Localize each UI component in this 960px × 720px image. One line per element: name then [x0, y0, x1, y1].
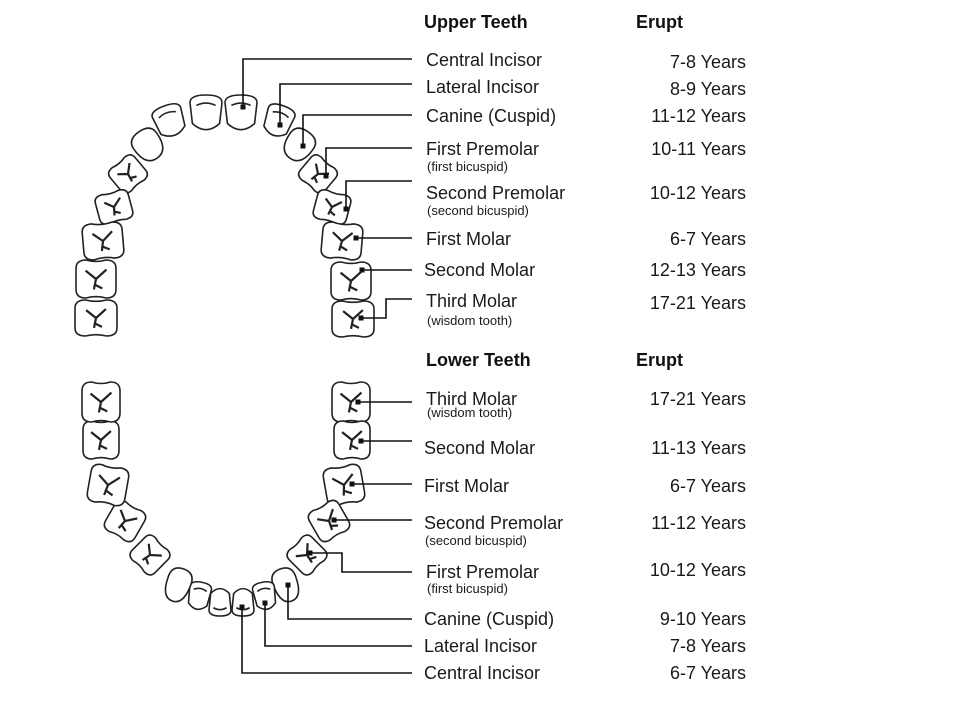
lower-second-premolar-erupt: 11-12 Years — [651, 513, 746, 533]
upper-third-molar-sublabel: (wisdom tooth) — [427, 313, 513, 328]
upper-central-incisor-label: Central Incisor — [426, 50, 543, 70]
lower-second-premolar-label: Second Premolar — [424, 513, 564, 533]
leader-upper-second-premolar-dot — [343, 206, 349, 212]
upper-tooth-first-molar-l — [81, 221, 125, 261]
upper-tooth-central-incisor-r — [224, 94, 258, 131]
leader-lower-canine-dot — [285, 582, 291, 588]
leader-upper-third-molar — [361, 298, 412, 319]
lower-lateral-incisor-label: Lateral Incisor — [424, 636, 538, 656]
lower-first-premolar-sublabel: (first bicuspid) — [427, 581, 508, 596]
upper-central-incisor-erupt: 7-8 Years — [669, 52, 746, 72]
leader-upper-third-molar-dot — [358, 315, 364, 321]
lower-tooth-lateral-incisor-l — [187, 580, 213, 611]
lower-second-premolar-sublabel: (second bicuspid) — [425, 533, 527, 548]
upper-canine-label: Canine (Cuspid) — [426, 106, 557, 126]
leader-upper-central-incisor-dot — [240, 104, 246, 110]
upper-first-premolar-sublabel: (first bicuspid) — [427, 159, 508, 174]
lower-tooth-second-premolar-l — [103, 499, 147, 543]
lower-first-molar-erupt: 6-7 Years — [669, 476, 746, 496]
upper-tooth-first-molar-r — [320, 221, 364, 261]
lower-canine-label: Canine (Cuspid) — [424, 609, 555, 629]
upper-tooth-canine-r — [283, 127, 317, 162]
upper-tooth-third-molar-l — [74, 299, 118, 337]
leader-lines — [239, 58, 412, 674]
leader-lower-central-incisor — [241, 607, 412, 674]
leader-lower-second-premolar-dot — [331, 517, 337, 523]
lower-tooth-first-premolar-r — [286, 534, 328, 576]
leader-lower-first-molar-dot — [349, 481, 355, 487]
upper-second-premolar-sublabel: (second bicuspid) — [427, 203, 529, 218]
upper-second-premolar-erupt: 10-12 Years — [649, 183, 746, 203]
leader-upper-canine-dot — [300, 143, 306, 149]
upper-tooth-second-premolar-l — [94, 188, 134, 226]
lower-tooth-second-molar-l — [82, 420, 120, 460]
lower-second-molar-erupt: 11-13 Years — [651, 438, 746, 458]
lower-third-molar-erupt: 17-21 Years — [649, 389, 746, 409]
lower-second-molar-label: Second Molar — [424, 438, 536, 458]
lower-tooth-third-molar-l — [81, 381, 121, 423]
leader-lower-third-molar-dot — [355, 399, 361, 405]
upper-first-premolar-erupt: 10-11 Years — [651, 139, 746, 159]
leader-lower-first-premolar-dot — [307, 550, 313, 556]
leader-lower-canine — [287, 585, 412, 620]
lower-tooth-first-molar-r — [322, 463, 366, 507]
upper-tooth-canine-l — [130, 127, 164, 162]
upper-tooth-second-molar-l — [75, 259, 117, 299]
upper-tooth-central-incisor-l — [189, 94, 223, 131]
leader-upper-central-incisor — [242, 58, 412, 107]
lower-arch — [81, 381, 371, 617]
upper-arch — [74, 94, 375, 338]
lower-tooth-canine-r — [271, 567, 300, 603]
leader-lower-first-premolar — [310, 552, 412, 573]
lower-third-molar-label: Third Molar — [426, 389, 518, 409]
lower-central-incisor-erupt: 6-7 Years — [669, 663, 746, 683]
upper-first-molar-erupt: 6-7 Years — [669, 229, 746, 249]
upper-second-premolar-label: Second Premolar — [426, 183, 566, 203]
leader-upper-first-molar-dot — [353, 235, 359, 241]
lower-tooth-central-incisor-r — [231, 587, 255, 617]
lower-first-molar-label: First Molar — [424, 476, 509, 496]
upper-tooth-third-molar-r — [331, 300, 375, 338]
leader-lower-lateral-incisor-dot — [262, 600, 268, 606]
lower-canine-erupt: 9-10 Years — [659, 609, 746, 629]
leader-upper-first-premolar — [325, 147, 412, 176]
lower-tooth-central-incisor-l — [208, 587, 232, 617]
lower-third-molar-sublabel: (wisdom tooth) — [427, 405, 513, 420]
leader-upper-second-premolar — [345, 180, 412, 209]
leader-upper-first-premolar-dot — [323, 173, 329, 179]
upper-first-molar-label: First Molar — [426, 229, 511, 249]
lower-first-premolar-erupt: 10-12 Years — [649, 560, 746, 580]
lower-teeth-heading: Lower Teeth — [426, 350, 531, 370]
lower-first-premolar-label: First Premolar — [426, 562, 540, 582]
upper-erupt-heading: Erupt — [636, 12, 683, 32]
upper-lateral-incisor-erupt: 8-9 Years — [669, 79, 746, 99]
upper-third-molar-erupt: 17-21 Years — [649, 293, 746, 313]
leader-lower-lateral-incisor — [264, 603, 412, 647]
lower-tooth-second-molar-r — [333, 420, 371, 460]
upper-lateral-incisor-label: Lateral Incisor — [426, 77, 540, 97]
leader-upper-lateral-incisor-dot — [277, 122, 283, 128]
leader-upper-lateral-incisor — [279, 83, 412, 125]
upper-third-molar-label: Third Molar — [426, 291, 518, 311]
upper-tooth-second-molar-r — [330, 261, 372, 301]
upper-second-molar-erupt: 12-13 Years — [649, 260, 746, 280]
upper-tooth-lateral-incisor-l — [151, 102, 186, 137]
leader-lower-second-molar-dot — [358, 438, 364, 444]
upper-first-premolar-label: First Premolar — [426, 139, 540, 159]
leader-lower-central-incisor-dot — [239, 604, 245, 610]
lower-tooth-canine-l — [164, 567, 193, 603]
upper-tooth-first-premolar-l — [107, 154, 149, 194]
lower-erupt-heading: Erupt — [636, 350, 683, 370]
lower-tooth-first-premolar-l — [129, 534, 171, 576]
leader-upper-second-molar-dot — [359, 267, 365, 273]
upper-second-molar-label: Second Molar — [424, 260, 536, 280]
lower-central-incisor-label: Central Incisor — [424, 663, 541, 683]
leader-upper-canine — [302, 114, 412, 146]
upper-tooth-second-premolar-r — [312, 188, 352, 226]
lower-tooth-first-molar-l — [86, 463, 130, 507]
upper-canine-erupt: 11-12 Years — [651, 106, 746, 126]
upper-teeth-heading: Upper Teeth — [424, 12, 528, 32]
lower-lateral-incisor-erupt: 7-8 Years — [669, 636, 746, 656]
